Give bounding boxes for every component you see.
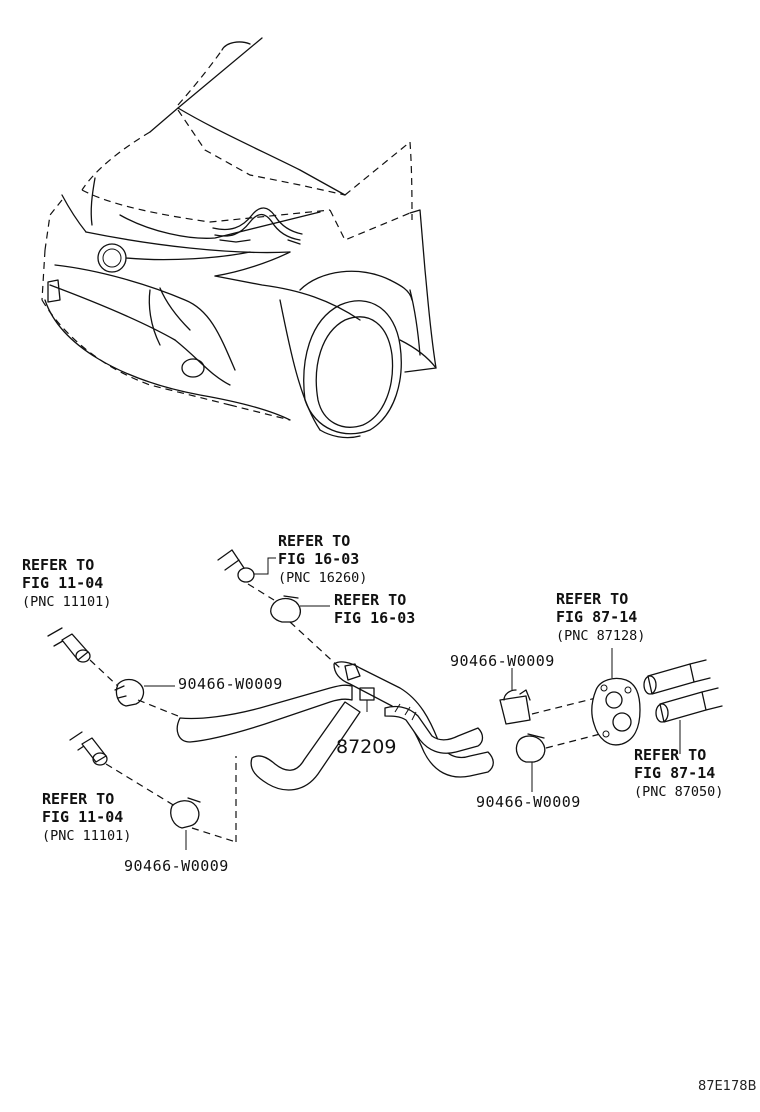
clamp-right-upper [499, 668, 597, 725]
figure-code: 87E178B [698, 1079, 757, 1094]
clamp-16-03 [270, 595, 341, 669]
hose-assembly-87209 [176, 661, 494, 791]
left-upper-pipe [47, 627, 123, 691]
clamp-left-upper [114, 678, 179, 717]
part-number-clamp-right-lower: 90466-W0009 [476, 793, 581, 811]
flange-87128 [591, 648, 641, 746]
upper-pipe-16-03 [217, 549, 276, 601]
clamp-left-lower [170, 756, 237, 850]
right-pipes-87050 [643, 659, 723, 754]
part-number-clamp-left-lower: 90466-W0009 [124, 857, 229, 875]
part-number-hose-87209: 87209 [336, 736, 397, 758]
part-number-clamp-left-upper: 90466-W0009 [178, 675, 283, 693]
part-number-clamp-right-upper: 90466-W0009 [450, 652, 555, 670]
left-lower-pipe [69, 731, 176, 807]
clamp-right-lower [515, 731, 609, 792]
car-front-illustration [41, 37, 437, 439]
